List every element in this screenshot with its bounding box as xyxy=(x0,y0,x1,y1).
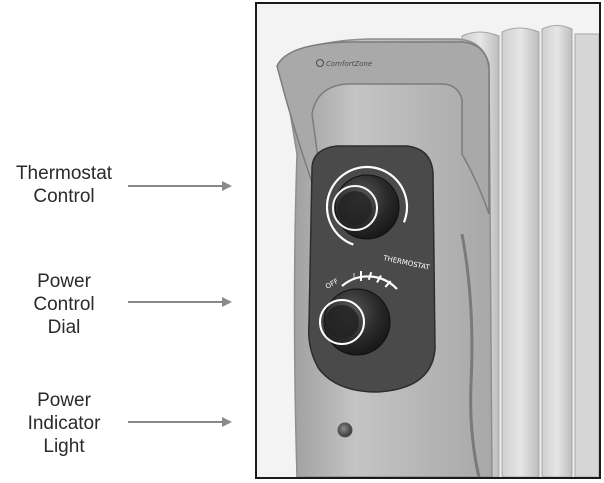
power-indicator-light xyxy=(337,422,353,438)
callout-power-dial-line2: Control xyxy=(33,294,95,315)
callout-power-dial-line3: Dial xyxy=(47,317,81,338)
power-control-dial[interactable] xyxy=(319,271,398,356)
arrow-power-indicator-light xyxy=(128,417,232,427)
callout-power-indicator-light: Power Indicator Light xyxy=(0,389,128,458)
brand-logo-text: ComfortZone xyxy=(326,60,372,68)
power-dial-setting-label: I xyxy=(353,272,355,280)
callout-thermostat-line2: Control xyxy=(33,186,95,207)
oil-heater-illustration: ComfortZone THERMOSTAT OFF I xyxy=(257,4,599,477)
callout-power-dial-line1: Power xyxy=(37,271,91,292)
callout-thermostat-control: Thermostat Control xyxy=(0,162,128,208)
callout-indicator-line3: Light xyxy=(43,436,85,457)
brand-logo: ComfortZone xyxy=(316,59,372,68)
callout-indicator-line1: Power xyxy=(37,390,91,411)
arrow-power-control-dial xyxy=(128,297,232,307)
power-cord xyxy=(460,233,481,477)
callout-indicator-line2: Indicator xyxy=(27,413,101,434)
callout-thermostat-line1: Thermostat xyxy=(15,163,113,184)
thermostat-knob[interactable] xyxy=(316,156,419,259)
arrow-thermostat-control xyxy=(128,181,232,191)
heater-photo-frame: ComfortZone THERMOSTAT OFF I xyxy=(255,2,601,479)
callout-power-control-dial: Power Control Dial xyxy=(0,270,128,339)
